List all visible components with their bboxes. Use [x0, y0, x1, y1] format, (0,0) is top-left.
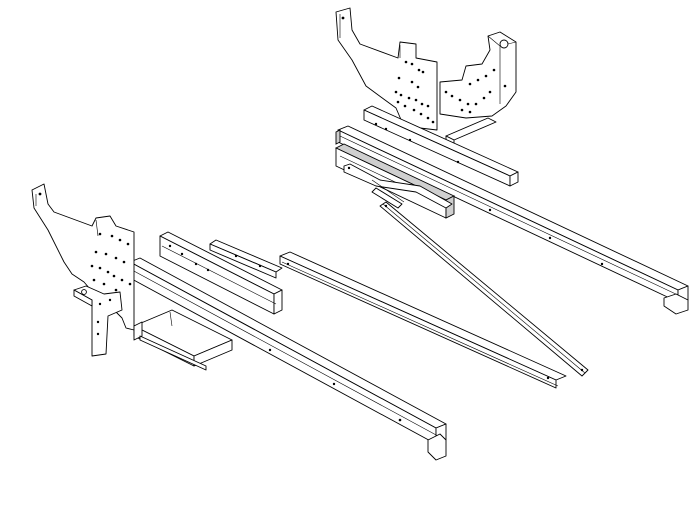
front-short-channel — [159, 231, 283, 315]
rear-right-bracket — [439, 31, 517, 119]
front-strap — [209, 239, 283, 279]
rear-assembly — [334, 7, 689, 377]
front-assembly — [31, 183, 567, 461]
rear-diagonal-brace — [379, 201, 589, 377]
front-long-channel — [129, 257, 447, 461]
rear-right-bracket-holes — [444, 68, 507, 114]
rear-left-plate-holes — [341, 16, 435, 124]
rear-gusset-strap — [343, 163, 453, 209]
rear-long-channel — [335, 125, 689, 315]
front-left-plate-holes — [38, 192, 132, 292]
front-long-angle — [279, 251, 567, 389]
front-lower-bracket — [73, 285, 123, 357]
front-cross-bracket — [133, 309, 233, 371]
rear-short-channel — [363, 105, 519, 187]
rear-angle-bracket — [445, 117, 497, 147]
rear-left-mounting-plate — [335, 7, 438, 131]
